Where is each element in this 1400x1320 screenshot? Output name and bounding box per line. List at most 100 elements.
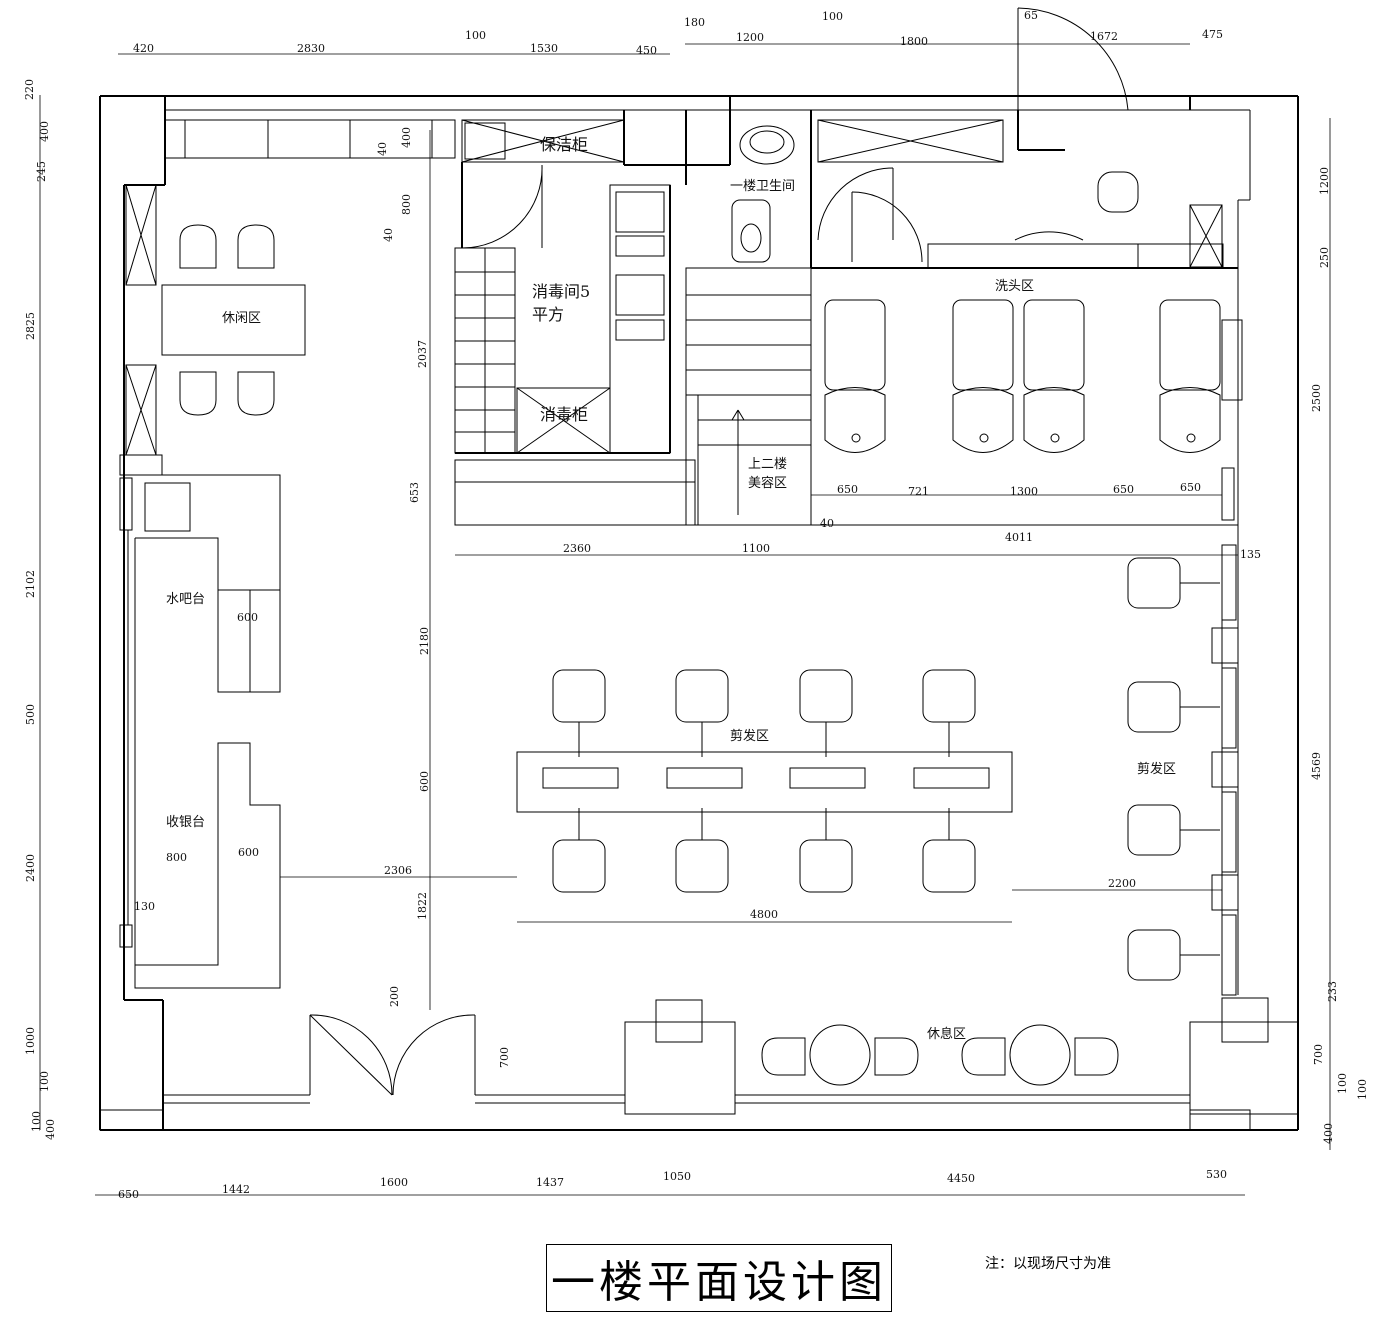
outer-walls bbox=[99, 95, 1299, 1131]
dim-right-8: 100 bbox=[1336, 1073, 1349, 1094]
wash-area-label: 洗头区 bbox=[995, 279, 1034, 294]
dim-inner-1100: 1100 bbox=[742, 542, 770, 555]
stairs-label-line2: 美容区 bbox=[748, 475, 787, 491]
right-haircut-stations bbox=[1127, 544, 1239, 996]
inner-dimension-labels: 40 400 800 40 2037 653 2360 1100 4011 40… bbox=[134, 127, 1201, 1068]
dim-inner-200: 200 bbox=[388, 986, 401, 1007]
dim-wash-650a: 650 bbox=[837, 483, 858, 496]
dim-left-10: 100 bbox=[30, 1111, 43, 1132]
haircut-area-center-label: 剪发区 bbox=[730, 728, 769, 744]
haircut-chair bbox=[552, 808, 606, 893]
dim-top-2: 2830 bbox=[297, 42, 325, 55]
drawing-note: 注：以现场尺寸为准 bbox=[985, 1256, 1111, 1272]
dim-cut-4800: 4800 bbox=[750, 908, 778, 921]
wash-chair bbox=[1159, 299, 1221, 453]
leisure-area bbox=[125, 184, 306, 456]
top-cabinet-strip bbox=[164, 119, 456, 159]
haircut-station bbox=[516, 669, 1013, 893]
drawing-title-box: 一楼平面设计图 bbox=[546, 1244, 892, 1312]
dim-bottom-5: 1050 bbox=[663, 1170, 691, 1183]
dim-right-9: 100 bbox=[1356, 1079, 1369, 1100]
dim-cut-2306: 2306 bbox=[384, 864, 412, 877]
dim-top-3: 100 bbox=[465, 29, 486, 42]
dim-top-10: 65 bbox=[1024, 9, 1038, 22]
dim-left-6: 500 bbox=[24, 704, 37, 725]
dim-left-7: 2400 bbox=[24, 854, 37, 882]
rest-area bbox=[624, 997, 1299, 1115]
dim-right-7: 700 bbox=[1312, 1044, 1325, 1065]
disinfection-room-label-line1: 消毒间5 bbox=[532, 282, 590, 301]
dim-wash-650c: 650 bbox=[1180, 481, 1201, 494]
haircut-chair bbox=[1127, 681, 1220, 733]
dim-left-2: 400 bbox=[38, 121, 51, 142]
dim-inner-2180: 2180 bbox=[418, 627, 431, 655]
wash-chair bbox=[1023, 299, 1085, 453]
dim-right-3: 2500 bbox=[1310, 384, 1323, 412]
haircut-chair bbox=[922, 808, 976, 893]
haircut-chair bbox=[1127, 557, 1220, 609]
dim-top-6: 180 bbox=[684, 16, 705, 29]
right-dimension-labels: 1200 250 2500 135 4569 233 700 100 100 4… bbox=[1240, 167, 1369, 1144]
dim-left-9: 100 bbox=[38, 1071, 51, 1092]
dim-left-4: 2825 bbox=[24, 312, 37, 340]
dim-inner-400: 400 bbox=[400, 127, 413, 148]
dim-right-4: 135 bbox=[1240, 548, 1261, 561]
dim-right-2: 250 bbox=[1318, 247, 1331, 268]
rest-area-label: 休息区 bbox=[927, 1026, 966, 1042]
dim-inner-2360: 2360 bbox=[563, 542, 591, 555]
dim-top-12: 475 bbox=[1202, 28, 1223, 41]
haircut-chair bbox=[799, 669, 853, 757]
counters bbox=[119, 454, 281, 989]
dim-cash-800: 800 bbox=[166, 851, 187, 864]
dim-left-1: 220 bbox=[23, 79, 36, 100]
dim-inner-2037: 2037 bbox=[416, 340, 429, 368]
dim-inner-4011: 4011 bbox=[1005, 531, 1033, 544]
haircut-chair bbox=[1127, 804, 1220, 856]
dim-bottom-7: 530 bbox=[1206, 1168, 1227, 1181]
dim-inner-600v: 600 bbox=[418, 771, 431, 792]
dim-cut-2200: 2200 bbox=[1108, 877, 1136, 890]
dim-inner-800: 800 bbox=[400, 194, 413, 215]
dim-top-4: 1530 bbox=[530, 42, 558, 55]
dim-top-9: 1800 bbox=[900, 35, 928, 48]
dim-inner-653: 653 bbox=[408, 482, 421, 503]
dim-left-8: 1000 bbox=[24, 1027, 37, 1055]
disinfection-room-label-line2: 平方 bbox=[532, 305, 564, 324]
haircut-chair bbox=[675, 669, 729, 757]
cashier-label: 收银台 bbox=[166, 815, 205, 830]
dim-right-10: 400 bbox=[1322, 1123, 1335, 1144]
cleaning-cabinet-label: 保洁柜 bbox=[540, 135, 588, 154]
dim-right-5: 4569 bbox=[1310, 752, 1323, 780]
dim-right-6: 233 bbox=[1326, 981, 1339, 1002]
dim-top-7: 1200 bbox=[736, 31, 764, 44]
dim-wash-650b: 650 bbox=[1113, 483, 1134, 496]
dimension-lines bbox=[39, 43, 1331, 1196]
dim-top-8: 100 bbox=[822, 10, 843, 23]
wash-chair bbox=[952, 299, 1014, 453]
dim-cash-600: 600 bbox=[238, 846, 259, 859]
wash-area bbox=[811, 267, 1243, 526]
haircut-chair bbox=[922, 669, 976, 757]
haircut-chair bbox=[799, 808, 853, 893]
dim-top-5: 450 bbox=[636, 44, 657, 57]
dim-left-11: 400 bbox=[44, 1119, 57, 1140]
dim-left-3: 245 bbox=[35, 161, 48, 182]
dim-inner-700: 700 bbox=[498, 1047, 511, 1068]
dim-right-1: 1200 bbox=[1318, 167, 1331, 195]
bathroom-label: 一楼卫生间 bbox=[730, 179, 795, 194]
disinfection-block bbox=[454, 96, 731, 526]
dim-inner-40c: 40 bbox=[820, 517, 834, 530]
haircut-area-right-label: 剪发区 bbox=[1137, 761, 1176, 777]
dim-inner-1822: 1822 bbox=[416, 892, 429, 920]
dim-wash-1300: 1300 bbox=[1010, 485, 1038, 498]
dim-wash-721: 721 bbox=[908, 485, 929, 498]
entrance-doors bbox=[309, 1014, 476, 1096]
dim-bottom-1: 650 bbox=[118, 1188, 139, 1201]
drawing-title: 一楼平面设计图 bbox=[551, 1257, 887, 1308]
dim-bottom-6: 4450 bbox=[947, 1172, 975, 1185]
dim-cash-130: 130 bbox=[134, 900, 155, 913]
disinfection-cabinet-label: 消毒柜 bbox=[540, 405, 588, 424]
dim-inner-40a: 40 bbox=[376, 142, 389, 156]
dim-bottom-3: 1600 bbox=[380, 1176, 408, 1189]
haircut-chair bbox=[552, 669, 606, 757]
